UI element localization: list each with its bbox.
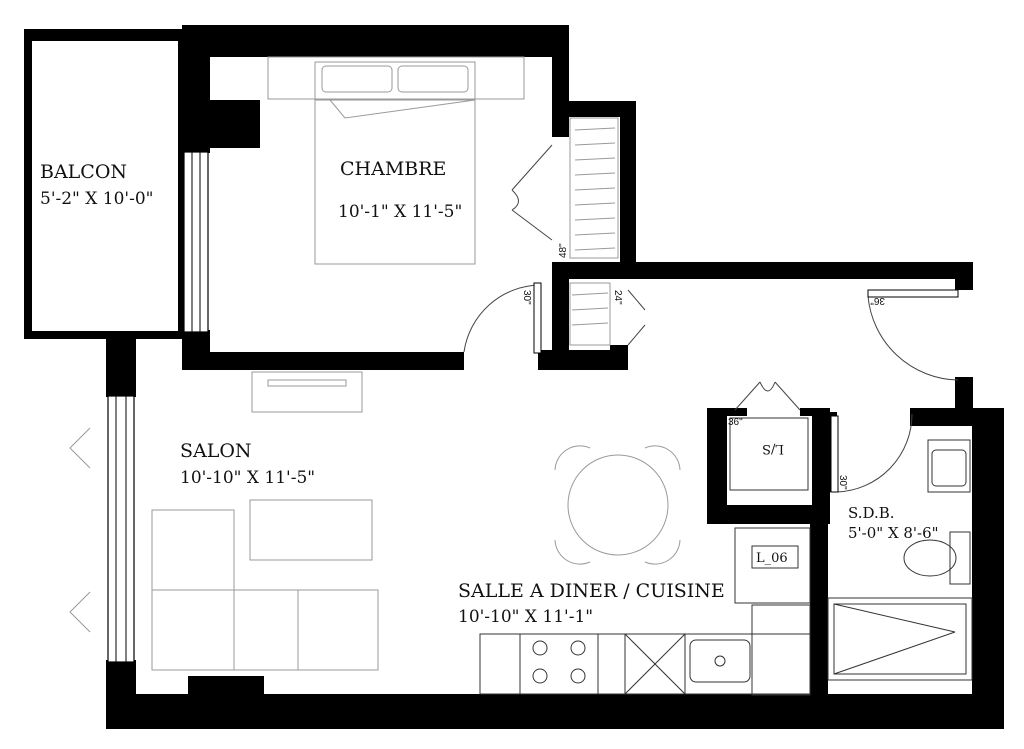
chambre-dims: 10'-1" X 11'-5" [338, 202, 462, 222]
sdb-name: S.D.B. [848, 504, 895, 522]
l06-label: L_06 [756, 551, 788, 566]
door-closet-48-label: 48" [558, 243, 569, 258]
kitchen-counter [479, 527, 811, 696]
bed [267, 56, 525, 265]
windows [69, 151, 209, 663]
closet-shelving [569, 117, 619, 346]
bathroom-fixtures [827, 439, 973, 681]
chambre-name: CHAMBRE [340, 158, 446, 180]
salon-name: SALON [180, 440, 252, 462]
laundry-unit [729, 417, 809, 491]
l06-box [751, 545, 799, 569]
doors [463, 144, 959, 493]
tv-console [251, 371, 363, 413]
balcon-dims: 5'-2" X 10'-0" [40, 189, 153, 209]
salon-dims: 10'-10" X 11'-5" [180, 468, 315, 488]
sofa [151, 499, 379, 671]
door-bath-30-label: 30" [837, 475, 848, 490]
door-closet-24-label: 24" [612, 290, 623, 305]
dining-table [554, 445, 681, 565]
door-bedroom-30-label: 30" [521, 290, 532, 305]
sdb-dims: 5'-0" X 8'-6" [848, 524, 939, 542]
door-entry-36-label: 36" [870, 295, 885, 306]
cuisine-dims: 10'-10" X 11'-1" [458, 607, 593, 627]
cuisine-name: SALLE A DINER / CUISINE [458, 580, 725, 602]
laundry-label: L/S [762, 441, 784, 456]
walls [24, 25, 1004, 729]
door-laundry-36-label: 36" [728, 417, 743, 428]
balcon-name: BALCON [40, 161, 127, 183]
